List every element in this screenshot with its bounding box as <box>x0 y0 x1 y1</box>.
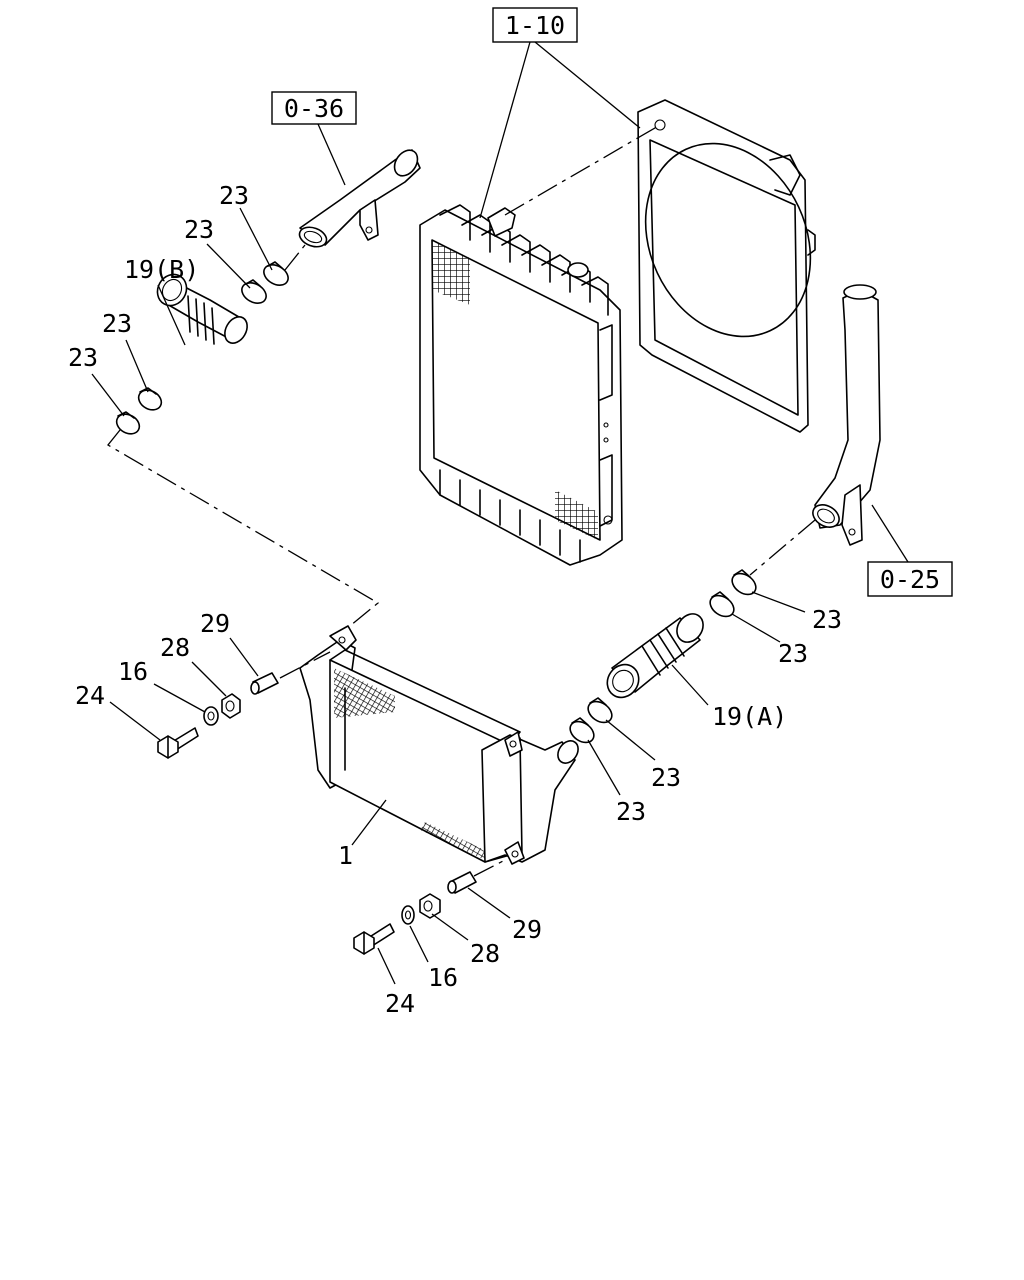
svg-text:24: 24 <box>385 989 415 1018</box>
washer-upper <box>203 706 219 726</box>
callout-bolt-lower: 24 <box>377 947 415 1018</box>
hose-b <box>156 273 248 345</box>
svg-text:29: 29 <box>512 915 542 944</box>
clamp-upper-2 <box>241 279 267 304</box>
fan-shroud <box>637 99 816 433</box>
clamp-left-1 <box>137 387 163 411</box>
reference-upper-pipe: 0-36 <box>271 91 357 186</box>
intercooler <box>299 625 579 865</box>
callout-clamp-2: 23 <box>184 215 251 289</box>
bolt-lower <box>353 923 395 955</box>
spacer-lower <box>447 871 477 894</box>
upper-pipe <box>298 149 421 248</box>
nut-upper <box>221 693 241 719</box>
svg-text:23: 23 <box>102 309 132 338</box>
bolt-upper <box>157 727 199 759</box>
spacer-upper <box>250 672 279 695</box>
reference-radiator: 1-10 <box>479 7 641 219</box>
svg-text:23: 23 <box>616 797 646 826</box>
callout-washer-upper: 16 <box>118 657 206 713</box>
callout-spacer-lower: 29 <box>467 887 542 944</box>
reference-lower-pipe-label: 0-25 <box>880 565 940 594</box>
clamp-left-2 <box>115 411 141 435</box>
svg-text:23: 23 <box>184 215 214 244</box>
nut-lower <box>419 893 441 919</box>
clamp-upper-1 <box>263 261 289 286</box>
svg-text:23: 23 <box>778 639 808 668</box>
callout-clamp-5: 23 <box>751 591 842 634</box>
svg-text:29: 29 <box>200 609 230 638</box>
clamp-right-1 <box>731 569 757 596</box>
clamp-right-4 <box>569 717 595 744</box>
washer-lower <box>401 905 415 925</box>
svg-text:23: 23 <box>812 605 842 634</box>
callout-clamp-8: 23 <box>587 739 646 826</box>
radiator <box>419 204 623 566</box>
svg-text:23: 23 <box>651 763 681 792</box>
callout-clamp-3: 23 <box>102 309 149 393</box>
reference-upper-pipe-label: 0-36 <box>284 94 344 123</box>
callout-intercooler: 1 <box>338 799 387 870</box>
reference-lower-pipe: 0-25 <box>867 504 953 597</box>
callout-hose-a: 19(A) <box>671 664 787 731</box>
svg-text:1: 1 <box>338 841 353 870</box>
svg-text:16: 16 <box>428 963 458 992</box>
callout-nut-upper: 28 <box>160 633 227 697</box>
svg-text:28: 28 <box>160 633 190 662</box>
lower-pipe <box>812 284 881 546</box>
clamp-right-2 <box>709 591 735 618</box>
callout-bolt-upper: 24 <box>75 681 161 741</box>
callout-hose-b: 19(B) <box>124 255 199 346</box>
svg-text:16: 16 <box>118 657 148 686</box>
hose-a <box>606 613 704 699</box>
callout-clamp-4: 23 <box>68 343 125 417</box>
clamp-right-3 <box>587 697 613 724</box>
svg-text:28: 28 <box>470 939 500 968</box>
svg-text:24: 24 <box>75 681 105 710</box>
svg-text:23: 23 <box>219 181 249 210</box>
callout-clamp-6: 23 <box>731 613 808 668</box>
svg-text:19(A): 19(A) <box>712 702 787 731</box>
svg-text:23: 23 <box>68 343 98 372</box>
callout-clamp-1: 23 <box>219 181 273 271</box>
callout-washer-lower: 16 <box>409 925 458 992</box>
callout-clamp-7: 23 <box>605 719 681 792</box>
callout-spacer-upper: 29 <box>200 609 259 677</box>
reference-radiator-label: 1-10 <box>505 11 565 40</box>
callout-nut-lower: 28 <box>431 913 500 968</box>
svg-text:19(B): 19(B) <box>124 255 199 284</box>
